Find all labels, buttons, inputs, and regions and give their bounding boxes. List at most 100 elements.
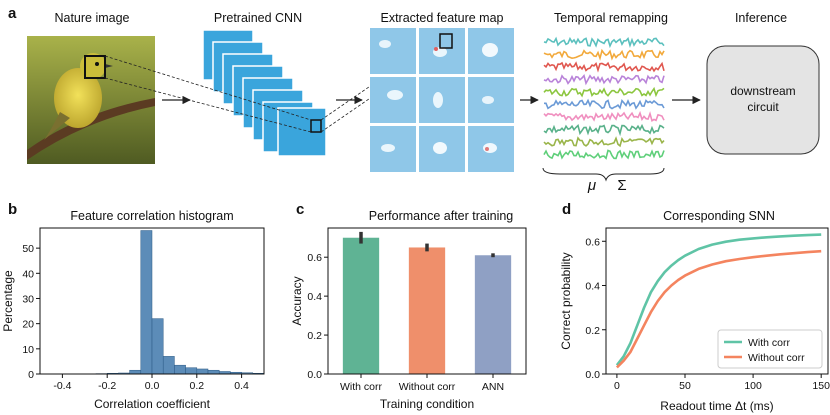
y-tick-label: 30: [22, 293, 34, 305]
trace-2: [543, 48, 665, 61]
histogram-bars: [50, 230, 265, 375]
x-tick-label: 0.2: [189, 380, 204, 392]
y-tick-label: 10: [22, 344, 34, 356]
histogram-bar: [151, 318, 164, 375]
histogram-bar: [140, 230, 153, 375]
y-tick-label: 0.0: [307, 369, 322, 381]
series-line: [615, 249, 822, 369]
mu-symbol: μ: [587, 177, 596, 194]
category-label: With corr: [340, 381, 383, 393]
y-tick-label: 20: [22, 319, 34, 331]
panel-b-xlabel: Correlation coefficient: [94, 397, 211, 411]
trace-brace: [542, 167, 665, 182]
inference-title: Inference: [735, 11, 787, 25]
x-tick-label: 150: [812, 380, 830, 392]
y-tick-label: 0: [28, 369, 34, 381]
panel-b-title: Feature correlation histogram: [70, 209, 233, 223]
panel-a: a Nature image Pretrained CNN Extracted …: [8, 5, 820, 194]
panel-b-x-ticks: -0.4 -0.2 0.0 0.2 0.4: [53, 374, 249, 392]
y-tick-label: 0.2: [585, 325, 600, 337]
panel-c-x-ticks: With corr Without corr ANN: [340, 374, 504, 393]
panel-c-ylabel: Accuracy: [290, 276, 304, 325]
panel-b-ylabel: Percentage: [1, 270, 15, 332]
accuracy-bars: [342, 231, 512, 374]
feature-map-grid: [369, 27, 515, 174]
bird-tail: [44, 112, 70, 140]
accuracy-bar: [342, 237, 380, 374]
cnn-stack: [202, 29, 327, 157]
panel-d-ylabel: Correct probability: [559, 252, 573, 349]
box-line-1: downstream: [730, 84, 795, 98]
histogram-bar: [196, 368, 209, 375]
pretrained-cnn-title: Pretrained CNN: [214, 11, 302, 25]
x-tick-label: 0: [614, 380, 620, 392]
receptive-field-box: [84, 55, 106, 79]
projection-line-1: [104, 55, 312, 121]
nature-image-title: Nature image: [54, 11, 129, 25]
panel-b: b Feature correlation histogram -0.4 -0.2…: [1, 201, 265, 411]
legend-label: With corr: [748, 337, 791, 349]
x-tick-label: 100: [744, 380, 762, 392]
accuracy-bar: [408, 247, 446, 374]
trace-4: [543, 74, 665, 86]
probability-lines: [615, 233, 822, 369]
histogram-bar: [162, 356, 175, 375]
series-line: [615, 233, 822, 366]
box-line-2: circuit: [747, 100, 779, 114]
panel-d-axes: [605, 227, 829, 375]
trace-5: [543, 86, 665, 98]
histogram-bar: [129, 369, 142, 375]
panel-b-y-ticks: 0 10 20 30 40 50: [22, 243, 40, 381]
temporal-traces: [543, 36, 665, 160]
x-tick-label: 0.0: [145, 380, 160, 392]
feature-map-title: Extracted feature map: [381, 11, 504, 25]
panel-d-xlabel: Readout time Δt (ms): [660, 399, 773, 413]
panel-d-y-ticks: 0.0 0.2 0.4 0.6: [585, 236, 606, 381]
x-tick-label: -0.2: [98, 380, 116, 392]
branch: [27, 98, 155, 160]
panel-a-label: a: [8, 5, 17, 22]
trace-7: [543, 110, 665, 122]
panel-c-y-ticks: 0.0 0.2 0.4 0.6: [307, 252, 328, 381]
panel-d-x-ticks: 0 50 100 150: [614, 374, 830, 392]
bird-body: [54, 68, 102, 128]
y-tick-label: 0.2: [307, 330, 322, 342]
category-label: Without corr: [399, 381, 456, 393]
y-tick-label: 0.4: [585, 281, 600, 293]
y-tick-label: 0.4: [307, 291, 322, 303]
panel-b-label: b: [8, 201, 17, 218]
x-tick-label: -0.4: [53, 380, 71, 392]
histogram-bar: [185, 367, 198, 375]
y-tick-label: 0.6: [307, 252, 322, 264]
y-tick-label: 50: [22, 243, 34, 255]
histogram-bar: [207, 369, 220, 375]
projection-line-2: [104, 77, 312, 133]
panel-d-title: Corresponding SNN: [663, 209, 775, 223]
x-tick-label: 50: [679, 380, 691, 392]
bird-eye: [95, 62, 99, 66]
accuracy-bar: [474, 255, 512, 374]
legend-label: Without corr: [748, 352, 805, 364]
panel-c-title: Performance after training: [369, 209, 514, 223]
panel-c-label: c: [296, 201, 304, 218]
trace-3: [543, 61, 665, 73]
x-tick-label: 0.4: [234, 380, 249, 392]
histogram-bar: [174, 364, 186, 375]
y-tick-label: 0.6: [585, 236, 600, 248]
bird-beak: [105, 64, 113, 68]
panel-d-label: d: [562, 201, 571, 218]
feature-unit-box: [439, 33, 453, 49]
sigma-symbol: Σ: [617, 177, 626, 194]
nature-image: [27, 36, 155, 164]
temporal-remapping-title: Temporal remapping: [554, 11, 668, 25]
y-tick-label: 40: [22, 268, 34, 280]
trace-9: [543, 136, 665, 148]
y-tick-label: 0.0: [585, 369, 600, 381]
category-label: ANN: [482, 381, 504, 393]
bird-head: [80, 53, 106, 79]
trace-8: [543, 123, 665, 137]
